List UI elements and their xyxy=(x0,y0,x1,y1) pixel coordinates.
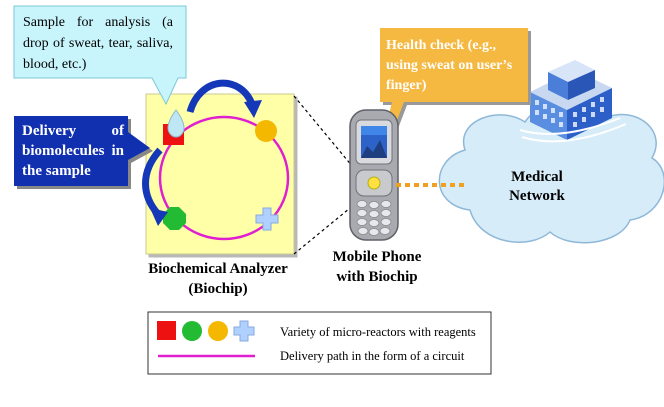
reactor-yellow xyxy=(255,120,277,142)
medical-network-label: Medical Network xyxy=(477,168,597,206)
network-label-line2: Network xyxy=(509,188,565,204)
hospital-building-icon xyxy=(519,60,627,143)
analyzer-label-line1: Biochemical Analyzer xyxy=(148,261,288,277)
biochemical-analyzer-label: Biochemical Analyzer (Biochip) xyxy=(128,259,308,299)
medical-network-cloud xyxy=(438,102,664,244)
biochip-sensor-icon xyxy=(367,176,381,190)
reactor-blue xyxy=(255,207,279,231)
sample-callout-text: Sample for analysis (a drop of sweat, te… xyxy=(23,15,173,72)
legend-swatch-red xyxy=(157,321,176,340)
legend-reactors-label: Variety of micro-reactors with reagents xyxy=(280,325,476,339)
mobile-phone-label: Mobile Phone with Biochip xyxy=(312,247,442,287)
phone-label-line1: Mobile Phone xyxy=(332,249,422,265)
legend-swatch-green xyxy=(182,321,202,341)
delivery-callout-bubble xyxy=(14,116,150,186)
sample-callout-bubble xyxy=(13,5,187,106)
mobile-phone-icon xyxy=(349,109,399,241)
network-label-line1: Medical xyxy=(511,169,563,185)
delivery-path-circuit xyxy=(158,115,290,241)
delivery-callout-text: Delivery of biomolecules in the sample xyxy=(22,123,124,179)
legend-swatch-yellow xyxy=(208,321,228,341)
health-check-callout-bubble xyxy=(372,28,528,186)
droplet-icon xyxy=(167,109,185,138)
analyzer-label-line2: (Biochip) xyxy=(188,281,248,297)
delivery-arrows xyxy=(142,79,262,226)
phone-label-line2: with Biochip xyxy=(336,269,418,285)
health-check-callout-text: Health check (e.g., using sweat on user’… xyxy=(386,38,513,93)
legend-path-label: Delivery path in the form of a circuit xyxy=(280,349,465,363)
reactor-green xyxy=(163,207,186,230)
legend-swatch-blue xyxy=(233,320,255,342)
legend-box xyxy=(147,311,492,375)
